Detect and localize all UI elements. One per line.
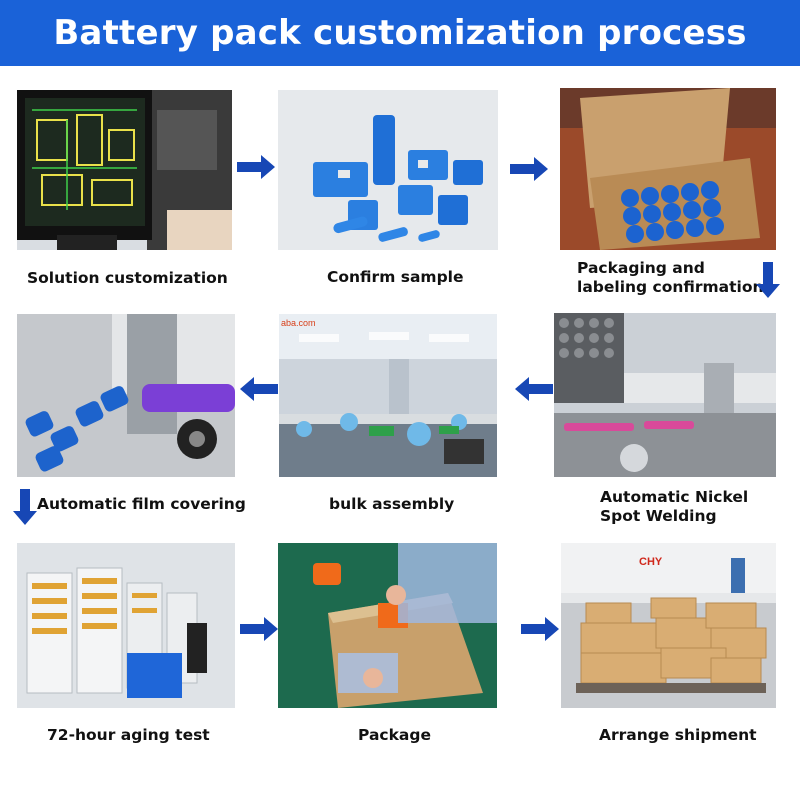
photo-automatic-film-covering bbox=[17, 314, 235, 477]
arrow-right-icon bbox=[521, 617, 559, 641]
step-label-arrange-shipment: Arrange shipment bbox=[599, 726, 757, 744]
arrow-left-icon bbox=[240, 377, 278, 401]
arrow-right-icon bbox=[510, 157, 548, 181]
photo-aging-test bbox=[17, 543, 235, 708]
step-label-nickel-line2: Spot Welding bbox=[600, 507, 717, 525]
step-label-bulk-assembly: bulk assembly bbox=[329, 495, 455, 513]
photo-bulk-assembly: aba.com bbox=[279, 314, 497, 477]
photo-confirm-sample bbox=[278, 90, 498, 250]
arrow-right-icon bbox=[237, 155, 275, 179]
bulk-assembly-sign-text: aba.com bbox=[281, 318, 316, 328]
step-label-nickel-line1: Automatic Nickel bbox=[600, 488, 749, 506]
photo-arrange-shipment: CHY bbox=[561, 543, 776, 708]
arrow-left-icon bbox=[515, 377, 553, 401]
step-label-package: Package bbox=[358, 726, 431, 744]
step-label-packaging-line2: labeling confirmation bbox=[577, 278, 764, 296]
photo-automatic-nickel-spot-welding bbox=[554, 313, 776, 477]
photo-packaging-labeling bbox=[560, 88, 776, 250]
step-label-packaging-line1: Packaging and bbox=[577, 259, 705, 277]
step-label-nickel-spot-welding: Automatic Nickel Spot Welding bbox=[600, 488, 748, 526]
shipment-logo-text: CHY bbox=[639, 556, 663, 568]
photo-solution-customization bbox=[17, 90, 232, 250]
step-label-confirm-sample: Confirm sample bbox=[327, 268, 464, 286]
step-label-solution-customization: Solution customization bbox=[27, 269, 228, 287]
page-title: Battery pack customization process bbox=[53, 13, 747, 53]
step-label-packaging-labeling: Packaging and labeling confirmation bbox=[577, 259, 764, 297]
arrow-down-icon bbox=[756, 262, 780, 298]
arrow-right-icon bbox=[240, 617, 278, 641]
arrow-down-icon bbox=[13, 489, 37, 525]
step-label-aging-test: 72-hour aging test bbox=[47, 726, 210, 744]
title-banner: Battery pack customization process bbox=[0, 0, 800, 66]
step-label-automatic-film-covering: Automatic film covering bbox=[37, 495, 246, 513]
photo-package bbox=[278, 543, 497, 708]
